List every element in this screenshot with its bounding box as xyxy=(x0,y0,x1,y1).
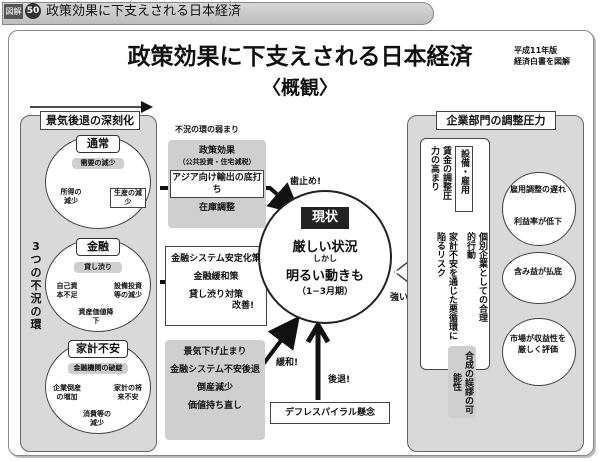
source-line-2: 経済白書を図解 xyxy=(514,57,570,66)
monetary-easing: 金融緩和策 xyxy=(193,272,239,282)
cycle-household-item-1: 金融機関の破綻 xyxy=(68,363,128,374)
strong-label: 強い xyxy=(390,293,409,303)
deflation-box: デフレスパイラル懸念 xyxy=(270,402,390,424)
cycle-household-item-2: 家計の将来不安 xyxy=(114,384,142,401)
right-panel-title: 企業部門の調整圧力 xyxy=(436,111,556,130)
unrealized-gain-circle xyxy=(502,252,576,304)
header-number: 50 xyxy=(25,3,41,19)
subtitle: 〈概観〉 xyxy=(261,77,338,99)
cycle-normal-item-1: 需要の減少 xyxy=(72,158,124,169)
diagram-frame xyxy=(8,30,594,456)
cycle-finance-item-1: 貸し渋り xyxy=(74,262,122,273)
retreat-label: 後退! xyxy=(328,375,351,385)
halt-label: 歯止め! xyxy=(290,177,322,187)
policy-group-1: 政策効果 （公共投資・住宅減税） アジア向け輸出の底打ち 在庫調整 xyxy=(168,140,266,228)
cycle-household-item-4: 企業倒産の増加 xyxy=(53,384,81,401)
deflation-arrow xyxy=(305,320,331,400)
asia-export-box: アジア向け輸出の底打ち xyxy=(170,170,264,198)
weakening-label: 不況の環の弱まり xyxy=(175,125,239,134)
status-line-1: 厳しい状況 xyxy=(292,240,358,255)
source-note: 平成11年版 経済白書を図解 xyxy=(514,45,570,67)
header-badge: 図解 xyxy=(4,4,23,19)
cycle-normal-title: 通常 xyxy=(76,135,120,153)
policy-group-3: 景気下げ止まり 金融システム不安後退 倒産減少 価値持ち直し xyxy=(165,340,265,440)
improve-label: 改善! xyxy=(232,301,255,311)
cycle-finance-item-4: 自己資本不足 xyxy=(56,282,78,299)
status-line-2: しかし xyxy=(313,254,337,263)
policy-group-2: 金融システム安定化策 金融緩和策 貸し渋り対策 xyxy=(165,246,267,326)
source-line-1: 平成11年版 xyxy=(514,46,558,55)
status-line-3: 明るい動きも xyxy=(285,269,364,284)
profit-decline-text: 利益率が低下 xyxy=(514,217,562,226)
inventory-adjustment: 在庫調整 xyxy=(198,203,235,213)
cycle-finance-item-3: 資産価値降下 xyxy=(78,308,114,325)
current-status-circle xyxy=(258,190,392,324)
cycle-normal-item-2: 生産の減少 xyxy=(110,188,146,208)
vicious-cycle-risk-text: 家計不安を通じた悪循環に陥るリスク xyxy=(435,232,457,340)
capex-employment-box: 設備・雇用 xyxy=(455,146,473,212)
cycle-finance-title: 金融 xyxy=(76,238,120,256)
policy-heading: 政策効果 xyxy=(198,146,235,156)
main-title: 政策効果に下支えされる日本経済 xyxy=(127,44,473,70)
credit-crunch-measures: 貸し渋り対策 xyxy=(188,290,243,300)
market-evaluation-text: 市場が収益性を厳しく評価 xyxy=(510,334,566,354)
wage-pressure-text: 賃金の調整圧力の高まり xyxy=(429,146,451,200)
cycle-normal-item-3: 所得の減少 xyxy=(60,188,82,205)
cycle-household-title: 家計不安 xyxy=(68,340,128,358)
unrealized-gain-text: 含み益が払底 xyxy=(514,267,562,276)
policy-heading-sub: （公共投資・住宅減税） xyxy=(178,158,256,166)
current-status-badge: 現状 xyxy=(301,207,349,229)
composition-fallacy-box: 合成の誤謬の可能性 xyxy=(448,346,476,418)
bottoming-out: 景気下げ止まり xyxy=(183,347,247,357)
value-recovery: 価値持ち直し xyxy=(187,401,242,411)
employment-delay-text: 雇用調整の遅れ xyxy=(510,185,566,194)
financial-anxiety-recede: 金融システム不安後退 xyxy=(170,365,260,375)
ease-label: 緩和! xyxy=(276,358,299,368)
financial-system-policy: 金融システム安定化策 xyxy=(171,254,261,264)
header-bar xyxy=(2,2,434,25)
status-line-4: （1−3月期） xyxy=(296,287,354,297)
rational-behavior-text: 個別企業としての合理的行動 xyxy=(465,232,487,322)
vertical-label: 3つの不況の環 xyxy=(30,240,42,331)
cycle-finance-item-2: 設備投資等の減少 xyxy=(114,282,142,299)
bankruptcy-decrease: 倒産減少 xyxy=(196,383,233,393)
left-panel-title: 景気後退の深刻化 xyxy=(40,111,140,130)
market-circle xyxy=(502,318,576,386)
header-title: 政策効果に下支えされる日本経済 xyxy=(46,4,242,19)
employment-circle xyxy=(502,172,576,246)
cycle-household-item-3: 消費等の減少 xyxy=(83,410,111,427)
